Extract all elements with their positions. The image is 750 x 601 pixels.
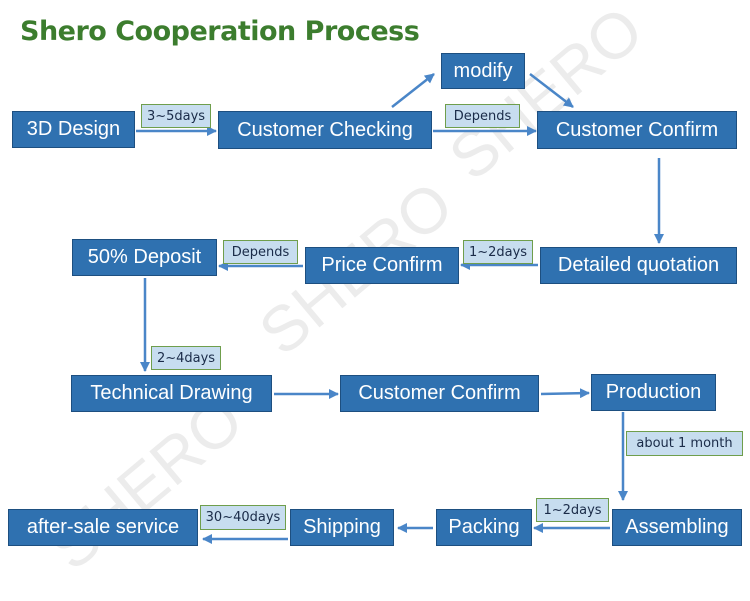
duration-tag: 1~2days — [463, 240, 533, 264]
duration-tag: 1~2days — [536, 498, 609, 522]
step-customer-checking: Customer Checking — [218, 111, 432, 149]
duration-tag: Depends — [223, 240, 298, 264]
step-50-deposit: 50% Deposit — [72, 239, 217, 276]
arrow-confirm-to-production — [540, 388, 590, 399]
arrow-checking-to-modify — [391, 73, 435, 108]
duration-tag: 2~4days — [151, 346, 221, 370]
step-assembling: Assembling — [612, 509, 742, 546]
step-packing: Packing — [436, 509, 532, 546]
duration-tag: Depends — [445, 104, 520, 128]
page-title: Shero Cooperation Process — [20, 16, 420, 47]
step-price-confirm: Price Confirm — [305, 247, 459, 284]
step-shipping: Shipping — [290, 509, 394, 546]
step-customer-confirm: Customer Confirm — [537, 111, 737, 149]
step-production: Production — [591, 374, 716, 411]
step-technical-drawing: Technical Drawing — [71, 375, 272, 412]
step-after-sale-service: after-sale service — [8, 509, 198, 546]
duration-tag: 3~5days — [141, 104, 211, 128]
step-detailed-quotation: Detailed quotation — [540, 247, 737, 284]
duration-tag: about 1 month — [626, 431, 743, 456]
step-3d-design: 3D Design — [12, 111, 135, 148]
duration-tag: 30~40days — [200, 505, 286, 530]
arrow-modify-to-confirm — [529, 73, 574, 108]
step-customer-confirm-2: Customer Confirm — [340, 375, 539, 412]
step-modify: modify — [441, 53, 525, 89]
